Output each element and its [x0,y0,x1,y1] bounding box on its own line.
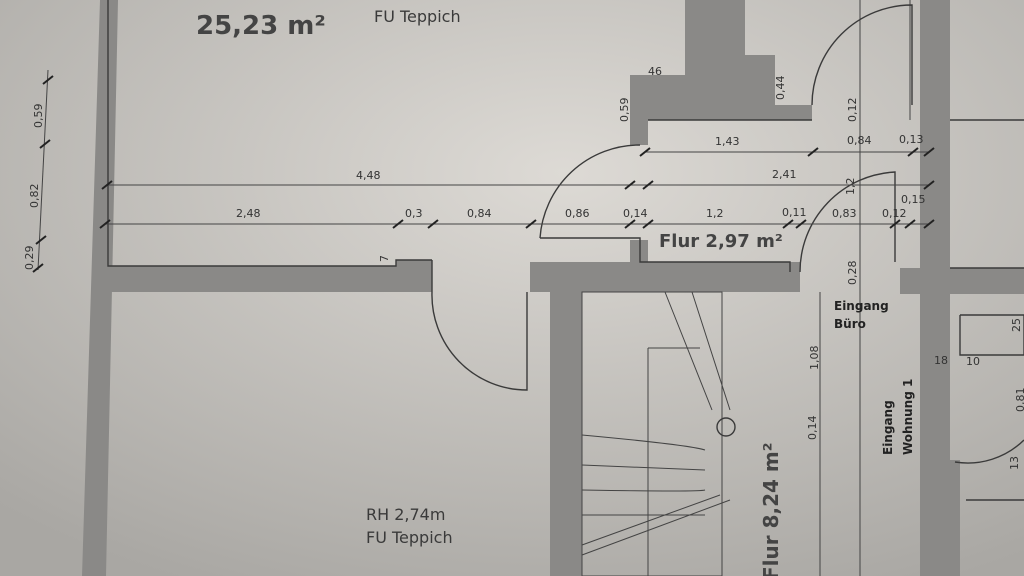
lower-room-height: RH 2,74m [366,505,445,524]
hall-small-area: Flur 2,97 m² [659,231,783,252]
dim-label: 0,13 [899,133,924,146]
dimension-lines [32,69,935,273]
dim-label: 13 [1008,456,1021,470]
dim-label: 0,28 [846,261,859,286]
dim-label: 1,2 [706,207,724,220]
dim-label: 0,29 [23,246,36,271]
dim-label: 2,41 [772,168,797,181]
dim-label: 0,15 [901,193,926,206]
dim-label: 10 [966,355,980,368]
dim-label: 0,84 [467,207,492,220]
dim-label: 1,08 [808,346,821,371]
walls [82,0,1024,576]
dim-label: 25 [1010,318,1023,332]
dim-label: 0,14 [806,416,819,441]
dim-label: 0,12 [846,98,859,123]
main-room-area: 25,23 m² [196,11,326,41]
dim-label: 18 [934,354,948,367]
dim-label: 4,48 [356,169,381,182]
lower-room-floor: FU Teppich [366,528,453,547]
dim-label: 0,86 [565,207,590,220]
apartment-entrance-line1: Eingang [881,400,895,455]
dim-label: 1,43 [715,135,740,148]
dim-label: 0,44 [774,76,787,101]
hall-large-area: Flur 8,24 m² [759,443,783,576]
dim-label: 0,59 [32,104,45,129]
dim-label: 0,82 [28,184,41,209]
office-entrance-line1: Eingang [834,299,889,313]
dim-label: 0,12 [882,207,907,220]
dim-label: 0,81 [1014,388,1024,413]
dim-label: 0,11 [782,206,807,219]
dim-label: 0,59 [618,98,631,123]
main-room-floor: FU Teppich [374,7,461,26]
dimension-labels: 0,59 0,82 0,29 4,48 2,41 2,48 0,3 0,84 0… [23,65,1024,470]
office-entrance-line2: Büro [834,317,866,331]
dim-label: 7 [378,255,391,262]
dim-label: 0,14 [623,207,648,220]
room-lines [107,0,1024,576]
dim-label: 0,84 [847,134,872,147]
dim-label: 1,2 [844,178,857,196]
dim-label: 0,3 [405,207,423,220]
dim-label: 0,83 [832,207,857,220]
dim-label: 46 [648,65,662,78]
apartment-entrance-line2: Wohnung 1 [901,379,915,455]
dim-label: 2,48 [236,207,261,220]
